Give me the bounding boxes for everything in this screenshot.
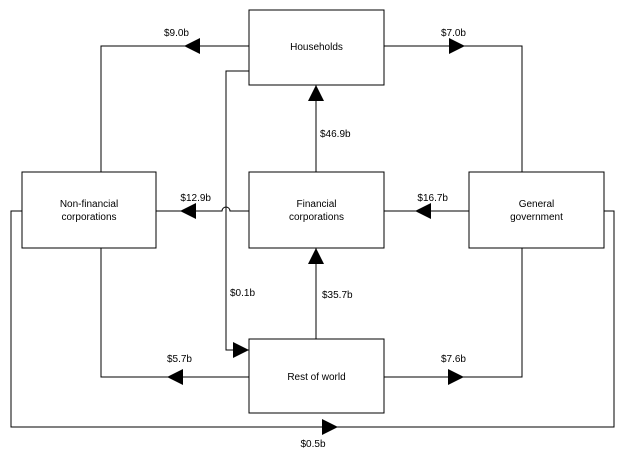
flow-label-government-to-nonfinancial: $0.5b bbox=[300, 439, 325, 450]
node-government-label-line2: government bbox=[510, 212, 563, 223]
edge-households-to-nonfinancial bbox=[100, 45, 249, 172]
flow-label-rest-of-world-to-financial: $35.7b bbox=[322, 290, 353, 301]
node-nonfinancial-corporations: Non-financial corporations bbox=[21, 171, 157, 249]
arrow-rest-of-world-to-government bbox=[448, 369, 464, 385]
flow-label-government-to-financial: $16.7b bbox=[417, 193, 448, 204]
node-rest-of-world-label: Rest of world bbox=[287, 372, 345, 383]
flow-label-financial-to-nonfinancial: $12.9b bbox=[180, 193, 211, 204]
edge-government-to-nonfinancial bbox=[10, 210, 615, 428]
arrow-rest-of-world-to-financial bbox=[308, 248, 324, 264]
flow-label-households-to-nonfinancial: $9.0b bbox=[164, 28, 189, 39]
node-nonfinancial-label-line1: Non-financial bbox=[60, 199, 118, 210]
arrow-government-to-nonfinancial bbox=[322, 419, 338, 435]
node-households-label: Households bbox=[290, 42, 343, 53]
node-households: Households bbox=[248, 9, 385, 86]
flow-label-rest-of-world-to-nonfinancial: $5.7b bbox=[167, 354, 192, 365]
edge-rest-of-world-to-government bbox=[384, 248, 523, 378]
arrow-rest-of-world-to-nonfinancial bbox=[167, 369, 183, 385]
node-nonfinancial-label-line2: corporations bbox=[61, 212, 116, 223]
arrow-households-to-rest-of-world bbox=[233, 342, 249, 358]
arrow-government-to-financial bbox=[415, 203, 431, 219]
flow-label-households-to-rest-of-world: $0.1b bbox=[230, 288, 255, 299]
flow-label-rest-of-world-to-government: $7.6b bbox=[441, 354, 466, 365]
arrow-financial-to-households bbox=[308, 85, 324, 101]
arrow-households-to-nonfinancial bbox=[184, 38, 200, 54]
node-rest-of-world: Rest of world bbox=[248, 338, 385, 414]
node-financial-label-line1: Financial bbox=[296, 199, 336, 210]
flow-label-households-to-government: $7.0b bbox=[441, 28, 466, 39]
edge-households-to-government bbox=[384, 45, 523, 172]
node-financial-corporations: Financial corporations bbox=[248, 171, 385, 249]
node-general-government: General government bbox=[468, 171, 605, 249]
node-financial-label-line2: corporations bbox=[289, 212, 344, 223]
arrow-financial-to-nonfinancial bbox=[180, 203, 196, 219]
edge-financial-to-nonfinancial bbox=[156, 206, 249, 212]
flow-label-financial-to-households: $46.9b bbox=[320, 129, 351, 140]
edge-rest-of-world-to-nonfinancial bbox=[100, 248, 249, 378]
arrow-households-to-government bbox=[449, 38, 465, 54]
node-government-label-line1: General bbox=[519, 199, 555, 210]
